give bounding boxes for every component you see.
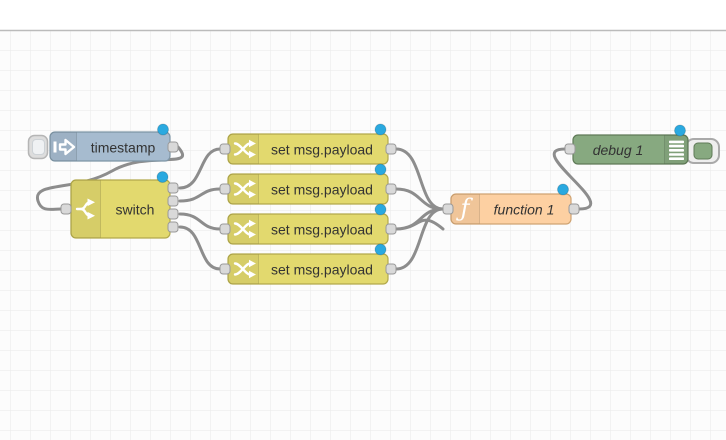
change-node-label: set msg.payload [271,262,373,278]
inject-changed-indicator [157,123,169,136]
switch-fork-icon [75,198,95,220]
change4-output-port[interactable] [385,263,397,275]
function-output-port[interactable] [568,203,580,215]
change3-input-port[interactable] [219,223,231,235]
change1-output-port[interactable] [385,143,397,155]
change-node-label: set msg.payload [271,182,373,198]
debug-toggle-inner [693,142,713,160]
switch-icon-region [71,180,101,238]
flow-tab-bar-strip [0,0,726,30]
change2-input-port[interactable] [219,183,231,195]
node-switch[interactable]: switch [60,171,179,239]
change2-changed-indicator [374,163,387,176]
wire-function-to-debug[interactable] [552,147,593,211]
switch-output-port-4[interactable] [167,221,179,233]
function-node-label: function 1 [494,202,555,218]
change4-changed-indicator [374,243,387,256]
wire-change4-to-function[interactable] [394,207,445,271]
change3-output-port[interactable] [385,223,397,235]
change-node-label: set msg.payload [271,142,373,158]
switch-changed-indicator [156,171,169,183]
wires [36,145,593,271]
debug-output-lines-icon [669,140,684,160]
wire-switch-out2-to-change2[interactable] [178,187,222,203]
node-function[interactable]: ƒ function 1 [442,183,580,225]
debug-node-label: debug 1 [593,142,644,158]
change-node-label: set msg.payload [271,222,373,238]
inject-button-inner [32,139,45,155]
change2-output-port[interactable] [385,183,397,195]
switch-output-port-3[interactable] [167,208,179,220]
switch-input-port[interactable] [60,203,72,215]
change4-input-port[interactable] [219,263,231,275]
change3-changed-indicator [374,203,387,216]
switch-output-port-1[interactable] [167,182,179,194]
function-changed-indicator [557,183,569,196]
change1-input-port[interactable] [219,143,231,155]
wire-switch-out3-to-change3[interactable] [178,212,222,231]
switch-output-port-2[interactable] [167,195,179,207]
debug-input-port[interactable] [564,143,576,155]
wire-switch-out1-to-change1[interactable] [178,147,222,190]
node-change-1[interactable]: set msg.payload [219,123,397,165]
node-inject-timestamp[interactable]: timestamp [27,123,179,162]
node-debug[interactable]: debug 1 [564,124,720,165]
inject-arrow-icon [53,138,76,156]
inject-icon-region [50,132,77,161]
wire-switch-out4-to-change4[interactable] [178,225,222,271]
function-f-icon: ƒ [456,194,474,222]
function-icon-region [451,194,480,224]
function-input-port[interactable] [442,203,454,215]
node-change-2[interactable]: set msg.payload [219,163,397,205]
debug-changed-indicator [674,124,686,137]
switch-node-label: switch [116,202,155,218]
inject-node-label: timestamp [91,140,156,156]
change1-changed-indicator [374,123,387,136]
node-change-4[interactable]: set msg.payload [219,243,397,285]
inject-output-port[interactable] [167,141,179,153]
node-change-3[interactable]: set msg.payload [219,203,397,245]
